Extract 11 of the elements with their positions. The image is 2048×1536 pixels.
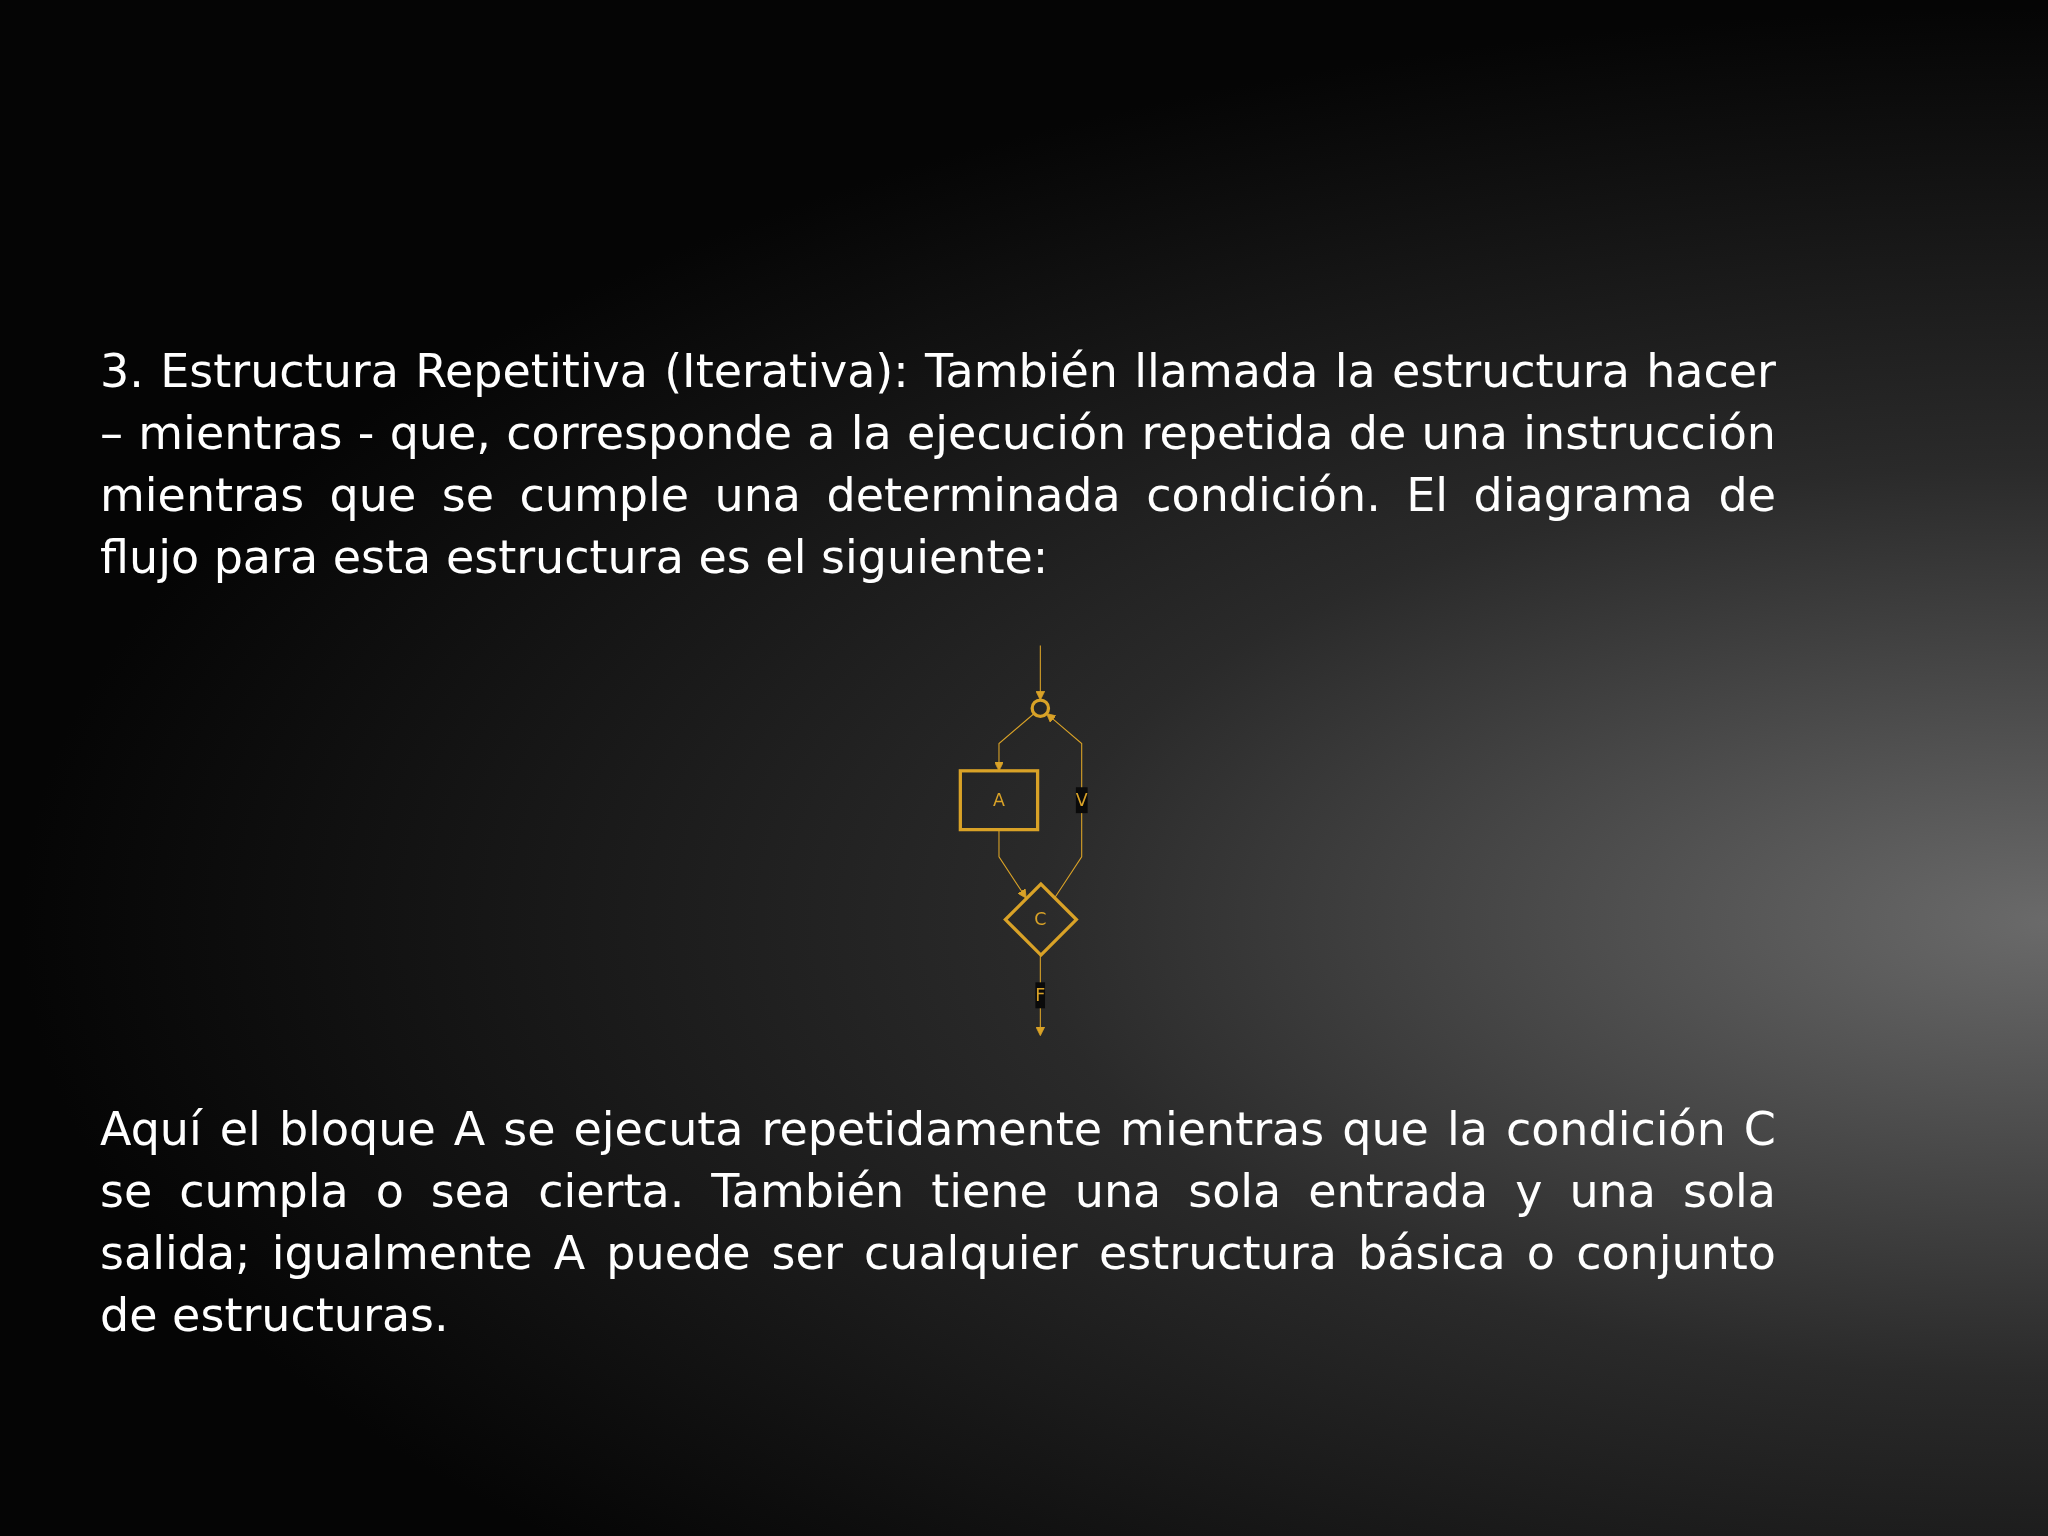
- node-circle: [1030, 698, 1051, 718]
- arrow: [1035, 645, 1046, 701]
- arrow: [994, 712, 1035, 772]
- node-diamond: C: [1003, 881, 1079, 958]
- paragraph-text: Aquí el bloque A se ejecuta repetidamente mientras que la condición C se cumpla o sea cierta. También tiene una sola entrada y una sola salida; igualmente A puede ser cualquier estructura básica o conjunto de estructuras.: [100, 1101, 1776, 1344]
- edge-label: V: [1075, 789, 1088, 811]
- paragraph-text: 3. Estructura Repetitiva (Iterativa): También llamada la estructura hacer – mientras - que, corresponde a la ejecución repetida de una instrucción mientras que se cumple una determinada condición. El diagrama de flujo para esta estructura es el siguiente:: [100, 343, 1776, 586]
- node-box: A: [958, 769, 1040, 832]
- arrow: [1035, 954, 1046, 1037]
- arrow: [998, 829, 1027, 899]
- edge-label: F: [1035, 984, 1046, 1006]
